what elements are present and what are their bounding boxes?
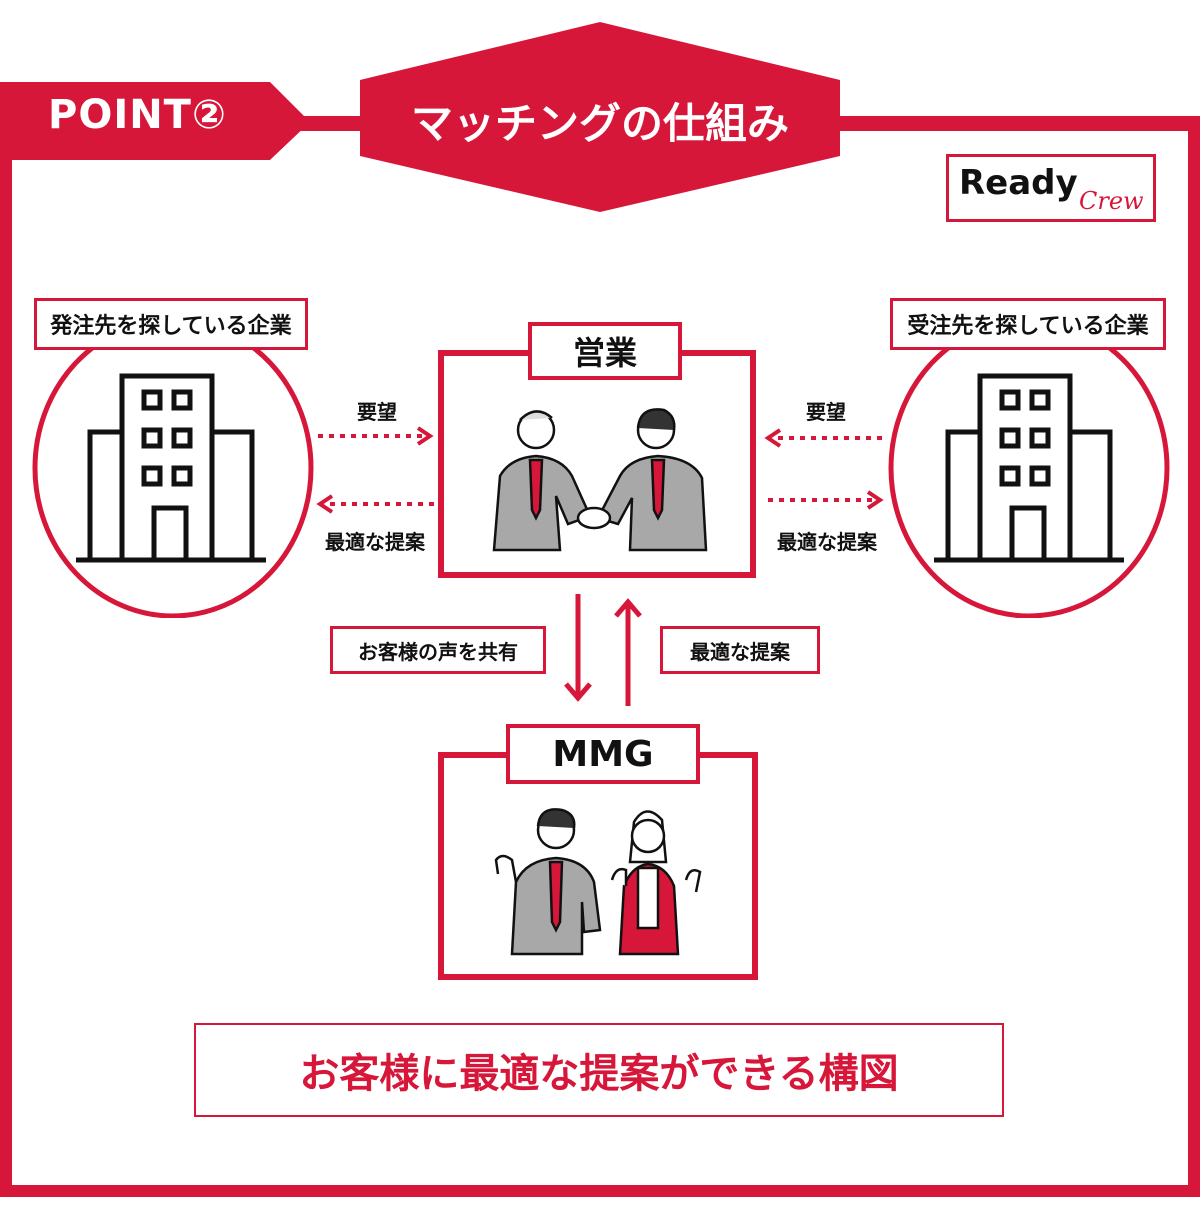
conclusion-text: お客様に最適な提案ができる構図 [194,1023,1004,1117]
share-voice-label: お客様の声を共有 [330,626,546,674]
logo-crew-text: Crew [1079,187,1144,215]
left-company-label: 発注先を探している企業 [34,298,308,350]
mmg-proposal-label: 最適な提案 [660,626,820,674]
right-company-label: 受注先を探している企業 [890,298,1166,350]
right-request-arrow [764,426,884,450]
building-icon [76,372,266,564]
page-title: マッチングの仕組み [360,80,840,160]
right-proposal-arrow [768,488,886,512]
left-request-text: 要望 [318,396,436,425]
sales-label: 営業 [528,322,682,380]
right-proposal-text: 最適な提案 [764,526,890,555]
point-label: POINT② [48,92,227,138]
up-arrow [612,594,644,706]
right-request-text: 要望 [764,396,888,425]
left-proposal-arrow [316,492,436,516]
mmg-label: MMG [506,724,700,784]
team-icon [486,802,716,956]
left-proposal-text: 最適な提案 [312,526,438,555]
logo: Ready Crew [946,154,1156,222]
handshake-icon [480,400,720,552]
left-request-arrow [318,424,436,448]
logo-ready-text: Ready [959,163,1078,203]
building-icon [934,372,1124,564]
down-arrow [562,594,594,706]
